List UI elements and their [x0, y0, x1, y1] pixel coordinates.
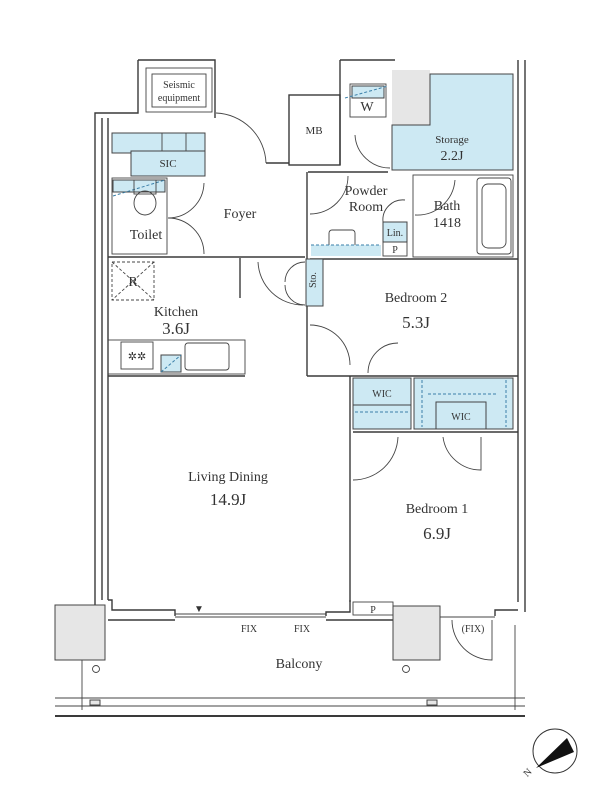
kitchen-label: Kitchen	[154, 305, 198, 320]
bedroom2-size: 5.3J	[402, 313, 430, 332]
south-wall: P	[108, 599, 518, 621]
sto-door	[284, 261, 306, 306]
sliding-arrow-icon: ▼	[194, 604, 204, 615]
linen-door	[382, 199, 406, 223]
living-dining-label: Living Dining	[188, 470, 268, 485]
wic1-label: WIC	[372, 389, 392, 400]
seismic-equipment: Seismic equipment	[145, 67, 213, 113]
bedroom2-label: Bedroom 2	[385, 291, 448, 306]
linen-label: Lin.	[387, 228, 403, 239]
compass-north-label: N	[522, 767, 535, 780]
kitchen: R Kitchen 3.6J ✲✲	[107, 261, 246, 375]
sic-closet: SIC	[111, 132, 206, 177]
powder-room-label-2: Room	[349, 200, 383, 215]
compass-icon: N	[522, 728, 578, 780]
toilet-label: Toilet	[130, 228, 163, 243]
seismic-label-2: equipment	[158, 93, 200, 104]
mb-shaft	[288, 94, 341, 166]
washer-space	[349, 83, 387, 118]
bath-door	[414, 179, 456, 216]
bath-label: Bath	[434, 199, 460, 214]
toilet-room: Toilet	[111, 177, 168, 255]
balcony: Balcony	[54, 604, 525, 717]
foyer-label: Foyer	[224, 207, 257, 222]
bedroom2-door	[309, 324, 351, 366]
living-dining-size: 14.9J	[210, 490, 247, 509]
wic2-label: WIC	[451, 412, 471, 423]
balcony-label: Balcony	[276, 657, 323, 672]
washer-label: W	[360, 100, 374, 115]
kitchen-size: 3.6J	[162, 319, 190, 338]
storage-label: Storage	[435, 134, 469, 146]
storage-closet-sto	[305, 258, 324, 307]
bath-room	[412, 174, 514, 258]
fix-label-3: (FIX)	[462, 624, 485, 635]
kitchen-door	[257, 261, 304, 306]
fridge-label: R	[128, 275, 138, 290]
wic-1: WIC	[352, 377, 412, 430]
sink	[184, 342, 230, 371]
fix-label-2: FIX	[294, 624, 311, 635]
pipe-label-bottom: P	[370, 605, 376, 616]
wic2-door	[442, 436, 482, 471]
wic-2: WIC	[413, 377, 514, 430]
bath-size: 1418	[433, 216, 461, 231]
stove	[120, 341, 154, 370]
entrance-door	[215, 112, 267, 164]
storage-size: 2.2J	[441, 149, 465, 164]
outer-walls	[94, 59, 526, 612]
bedroom2-closet-door	[367, 342, 399, 374]
seismic-label: Seismic	[163, 80, 195, 91]
pipe-label-top: P	[392, 245, 398, 256]
storage-door	[354, 134, 391, 169]
toilet-door-2	[167, 217, 205, 255]
toilet-door	[167, 182, 205, 219]
fix-label-1: FIX	[241, 624, 258, 635]
storage: Storage 2.2J	[391, 70, 514, 171]
powder-room-label: Powder	[345, 184, 388, 199]
bedroom1-label: Bedroom 1	[406, 502, 469, 517]
sic-label: SIC	[159, 158, 176, 170]
burner-icon: ✲✲	[128, 351, 146, 363]
powder-room-door	[309, 175, 349, 215]
bedroom1-door	[352, 436, 399, 481]
sto-label: Sto.	[308, 272, 319, 288]
bedroom1-size: 6.9J	[423, 524, 451, 543]
pipe-space	[382, 241, 408, 257]
balcony-door	[451, 619, 493, 661]
mb-label: MB	[305, 125, 322, 137]
